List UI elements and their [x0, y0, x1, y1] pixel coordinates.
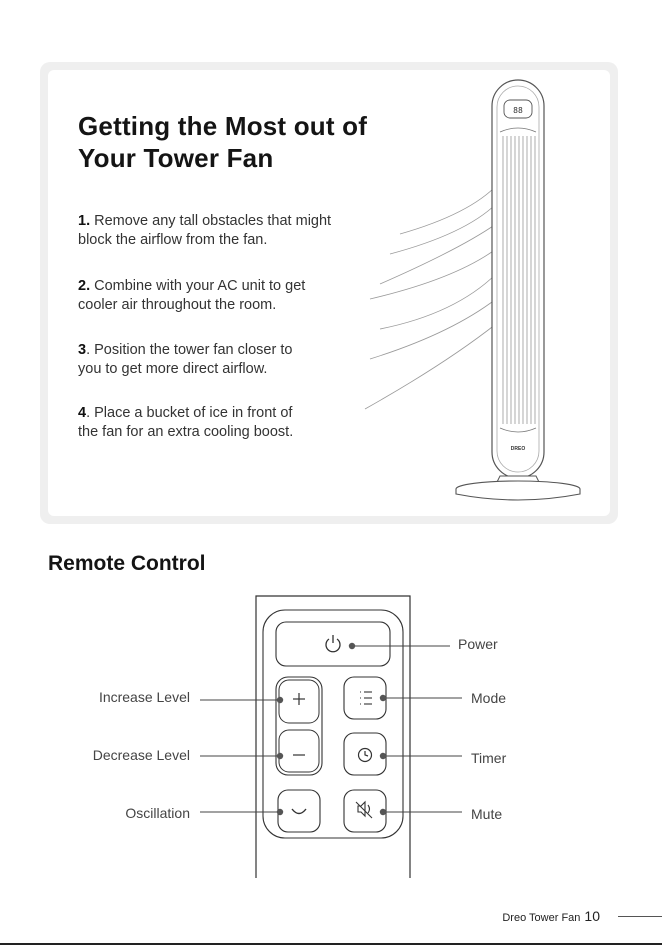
level-rocker: [275, 676, 323, 776]
fan-logo: DREO: [511, 446, 526, 452]
label-timer: Timer: [471, 750, 507, 766]
power-button[interactable]: [275, 621, 391, 667]
mode-icon: [360, 691, 372, 705]
tip-text: Remove any tall obstacles that might: [90, 213, 332, 229]
label-power: Power: [458, 636, 498, 652]
timer-icon: [357, 747, 373, 763]
card-title-line1: Getting the Most out of: [78, 111, 368, 141]
label-mode: Mode: [471, 690, 507, 706]
tip-text: . Place a bucket of ice in front of: [86, 405, 293, 421]
mute-icon: [355, 800, 373, 819]
airflow-lines: [364, 183, 499, 410]
remote-panel: [262, 609, 404, 839]
footer-rule: [618, 916, 662, 917]
label-mute: Mute: [471, 806, 503, 822]
tip-1: 1. Remove any tall obstacles that might …: [78, 212, 378, 250]
callout-lines: [200, 645, 462, 813]
decrease-level-button[interactable]: [278, 729, 320, 773]
card-title-line2: Your Tower Fan: [78, 143, 274, 173]
fan-grille: [502, 136, 536, 424]
fan-body: [491, 79, 545, 479]
footer-product: Dreo Tower Fan: [502, 912, 581, 924]
tip-text: . Position the tower fan closer to: [86, 342, 293, 358]
remote-body: [255, 595, 411, 878]
tip-number: 1.: [78, 213, 91, 229]
page-number: 10: [584, 908, 600, 924]
card-title: Getting the Most out of Your Tower Fan: [78, 110, 367, 174]
callout-dots: [276, 642, 387, 816]
oscillation-icon: [291, 808, 307, 815]
plus-icon: [293, 693, 305, 705]
tip-4: 4. Place a bucket of ice in front of the…: [78, 404, 378, 442]
fan-body-inner: [496, 85, 540, 473]
tower-fan-illustration: 88 DREO: [364, 79, 581, 501]
tip-2: 2. Combine with your AC unit to get cool…: [78, 277, 378, 315]
tip-number: 4: [78, 405, 87, 421]
fan-display-panel: [503, 99, 533, 119]
tip-text: Combine with your AC unit to get: [90, 278, 306, 294]
label-decrease-level: Decrease Level: [92, 747, 190, 763]
fan-display: 88: [513, 106, 523, 115]
tip-text: cooler air throughout the room.: [78, 297, 277, 313]
label-oscillation: Oscillation: [125, 805, 190, 821]
tip-text: the fan for an extra cooling boost.: [78, 424, 294, 440]
tip-text: block the airflow from the fan.: [78, 232, 268, 248]
tip-number: 3: [78, 342, 87, 358]
label-increase-level: Increase Level: [98, 689, 190, 705]
tip-text: you to get more direct airflow.: [78, 361, 268, 377]
page-footer: Dreo Tower Fan 10: [502, 908, 600, 924]
bottom-rule: [0, 943, 662, 945]
tip-3: 3. Position the tower fan closer to you …: [78, 341, 378, 379]
power-icon: [325, 635, 341, 653]
section-title-remote: Remote Control: [48, 552, 206, 575]
remote-illustration: [200, 595, 462, 878]
tip-number: 2.: [78, 278, 91, 294]
oscillation-button[interactable]: [277, 789, 321, 833]
